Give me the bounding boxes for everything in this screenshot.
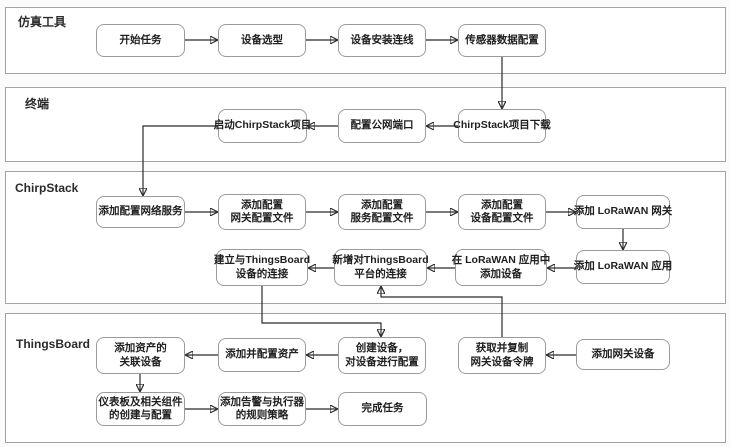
node-alarm-rules: 添加告警与执行器 的规则策略: [218, 392, 306, 426]
node-device-select: 设备选型: [218, 24, 306, 57]
node-add-network-service: 添加配置网络服务: [96, 196, 185, 228]
node-device-config-file: 添加配置 设备配置文件: [458, 194, 546, 230]
node-service-config-file: 添加配置 服务配置文件: [338, 194, 426, 230]
node-gateway-config-file: 添加配置 网关配置文件: [218, 194, 306, 230]
lane-label-chirpstack: ChirpStack: [15, 181, 79, 195]
node-chirpstack-download: ChirpStack项目下载: [453, 109, 551, 143]
node-add-gateway-device: 添加网关设备: [576, 339, 670, 370]
lane-label-terminal: 终端: [25, 97, 50, 111]
node-launch-chirpstack: 启动ChirpStack项目: [214, 109, 311, 143]
node-device-install: 设备安装连线: [338, 24, 426, 57]
node-finish-task: 完成任务: [338, 392, 427, 426]
node-new-thingsboard-connection: 新增对ThingsBoard 平台的连接: [332, 249, 429, 286]
node-add-device-in-app: 在 LoRaWAN 应用中 添加设备: [452, 249, 550, 286]
node-add-lorawan-gateway: 添加 LoRaWAN 网关: [574, 195, 672, 229]
node-asset-related-device: 添加资产的 关联设备: [96, 337, 185, 374]
node-public-port-config: 配置公网端口: [338, 109, 426, 143]
node-dashboard-components: 仪表板及相关组件 的创建与配置: [96, 392, 185, 426]
node-get-copy-gateway-token: 获取并复制 网关设备令牌: [458, 337, 546, 374]
lane-label-thingsboard: ThingsBoard: [16, 337, 90, 351]
node-add-lorawan-app: 添加 LoRaWAN 应用: [574, 250, 672, 284]
node-add-config-asset: 添加并配置资产: [218, 338, 306, 372]
node-start-task: 开始任务: [96, 24, 185, 57]
lane-label-simulation-tool: 仿真工具: [18, 15, 67, 29]
node-establish-thingsboard-device: 建立与ThingsBoard 设备的连接: [214, 249, 310, 286]
node-sensor-data-config: 传感器数据配置: [458, 24, 546, 57]
node-create-device: 创建设备， 对设备进行配置: [338, 337, 426, 374]
